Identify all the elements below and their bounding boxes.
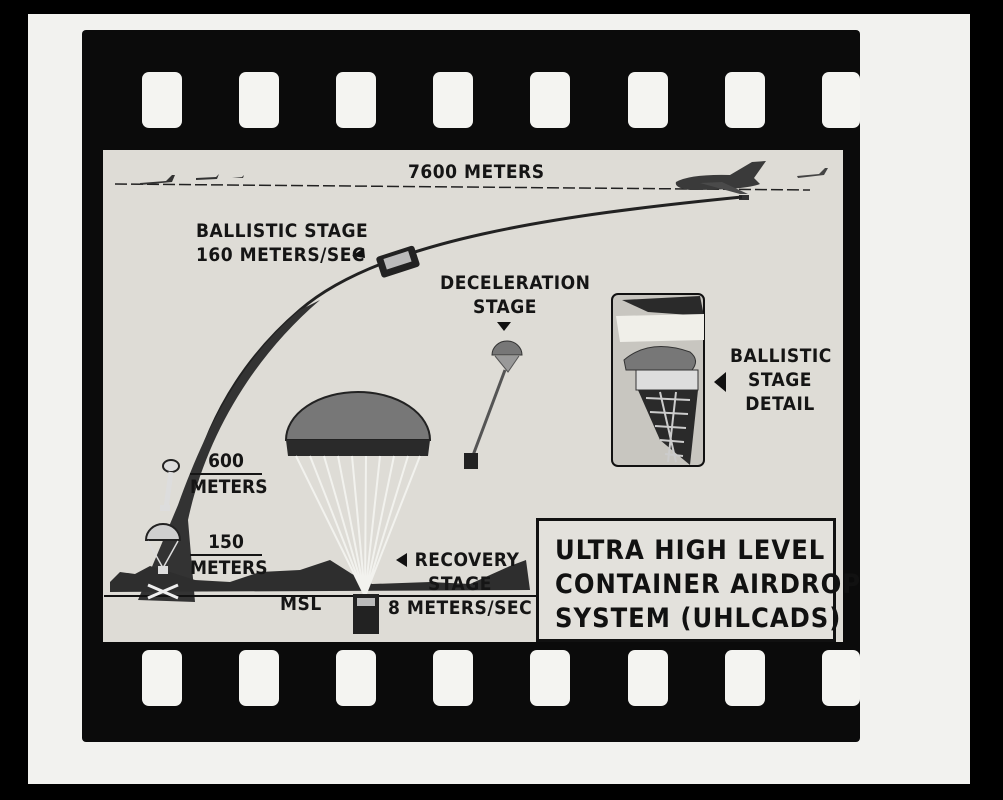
sprocket-hole <box>336 650 376 706</box>
sprocket-hole <box>239 72 279 128</box>
cargo-aircraft-icon <box>675 161 828 194</box>
sprocket-hole <box>239 650 279 706</box>
pointer-arrow <box>714 372 726 392</box>
sprocket-hole <box>628 72 668 128</box>
title-line1: ULTRA HIGH LEVEL <box>555 535 826 566</box>
altitude-150-label: 150 METERS <box>190 531 268 579</box>
sprocket-hole <box>433 650 473 706</box>
altitude-150-unit: METERS <box>190 557 268 579</box>
sprocket-hole <box>530 72 570 128</box>
ballistic-stage-label: BALLISTIC STAGE 160 METERS/SEC <box>196 219 369 267</box>
altitude-150-value: 150 <box>208 531 244 553</box>
altitude-600-value: 600 <box>208 450 244 472</box>
ballistic-detail-panel <box>611 293 705 467</box>
pointer-arrow <box>396 553 407 567</box>
extraction-chute-icon <box>160 459 180 511</box>
sprocket-hole <box>628 650 668 706</box>
msl-label: MSL <box>280 593 322 615</box>
recovery-stage-label: RECOVERY STAGE 8 METERS/SEC <box>388 548 533 620</box>
recovery-stage-label-line1: RECOVERY <box>414 549 520 571</box>
pointer-arrow <box>497 322 511 331</box>
altitude-600-label: 600 METERS <box>190 450 268 498</box>
ballistic-stage-label-line1: BALLISTIC STAGE <box>196 220 369 242</box>
sprocket-hole <box>433 72 473 128</box>
recovery-stage-label-line2: STAGE <box>428 573 492 595</box>
sprocket-hole <box>725 650 765 706</box>
pointer-arrow <box>352 248 365 258</box>
sprocket-hole <box>336 72 376 128</box>
aircraft-icon <box>140 174 244 185</box>
released-container <box>739 195 749 200</box>
deceleration-stage-label: DECELERATION STAGE <box>440 271 591 319</box>
sprocket-hole <box>822 650 860 706</box>
recovery-stage-label-line3: 8 METERS/SEC <box>388 597 533 619</box>
altitude-600-unit: METERS <box>190 476 268 498</box>
sprocket-hole <box>142 650 182 706</box>
sprocket-hole <box>822 72 860 128</box>
trajectory-funnel <box>138 300 320 602</box>
ballistic-detail-label-line1: BALLISTIC <box>730 345 832 367</box>
main-parachute-icon <box>284 391 432 634</box>
ballistic-detail-label: BALLISTIC STAGE DETAIL <box>730 344 832 416</box>
deceleration-stage-label-line2: STAGE <box>473 296 537 318</box>
ballistic-detail-label-line3: DETAIL <box>745 393 815 415</box>
sprocket-hole <box>142 72 182 128</box>
title-box: ULTRA HIGH LEVEL CONTAINER AIRDROP SYSTE… <box>536 518 860 642</box>
ballistic-stage-label-line2: 160 METERS/SEC <box>196 244 365 266</box>
ballistic-detail-label-line2: STAGE <box>748 369 812 391</box>
terrain <box>110 560 530 592</box>
small-parachute-icon <box>144 523 182 600</box>
sprocket-hole <box>530 650 570 706</box>
container-icon <box>376 245 420 278</box>
altitude-label: 7600 METERS <box>408 161 545 183</box>
title-line3: SYSTEM (UHLCADS) <box>555 603 842 634</box>
deceleration-stage-label-line1: DECELERATION <box>440 272 591 294</box>
sprocket-hole <box>725 72 765 128</box>
title-line2: CONTAINER AIRDROP <box>555 569 862 600</box>
drogue-parachute-icon <box>464 340 523 469</box>
